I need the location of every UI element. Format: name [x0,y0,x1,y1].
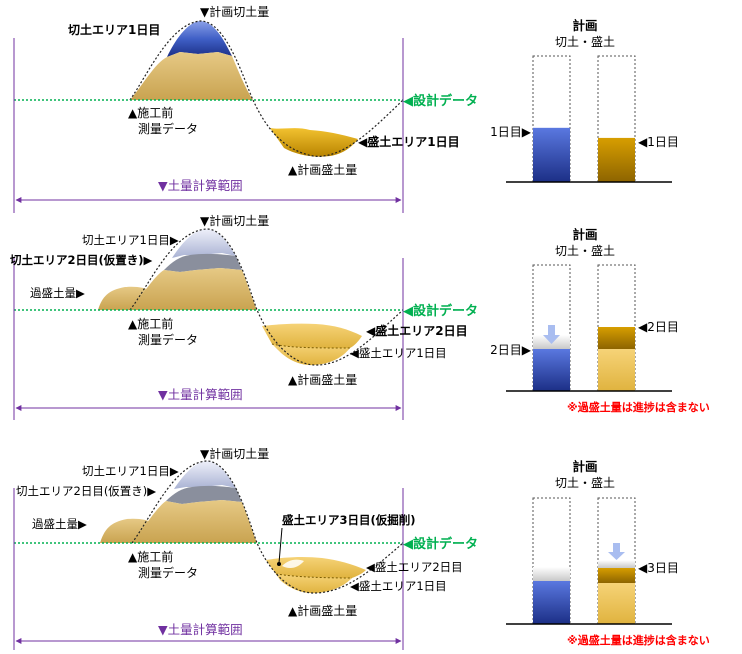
bars-note: ※過盛土量は進捗は含まない [567,633,710,647]
terrain-3 [100,460,404,594]
label-before: ▲施工前 [128,316,173,331]
label-plan-fill: ▲計画盛土量 [288,603,357,618]
leader-line [278,527,283,564]
fill-volume-day1 [276,574,352,594]
bars-left-label: 2日目▶ [490,343,532,357]
bars-right-label: ◀2日目 [638,320,679,334]
bars-subtitle: 切土・盛土 [555,34,615,49]
down-arrow-icon [608,543,625,560]
leader-dot [277,562,281,566]
fill-bar-day1 [598,583,635,624]
label-design-data: ◀設計データ [403,93,478,109]
label-cut-day1: 切土エリア1日目 [68,22,160,37]
cut-bar-fill [533,581,570,624]
remaining-soil [130,268,257,310]
fill-volume-day2 [262,323,362,348]
fill-volume-day1 [270,128,358,157]
panel-1: ▼計画切土量 切土エリア1日目 ◀設計データ ▲施工前 測量データ ◀盛土エリア… [13,4,679,213]
remaining-soil [130,52,253,100]
label-cut-day2: 切土エリア2日目(仮置き)▶ [16,484,156,498]
cut-volume-day1 [174,461,236,489]
label-fill-day1: ◀盛土エリア1日目 [350,579,447,593]
label-range: ▼土量計算範囲 [158,178,243,193]
label-plan-cut: ▼計画切土量 [200,213,269,228]
label-fill-day1: ◀盛土エリア1日目 [350,346,447,360]
bars-right-label: ◀1日目 [638,135,679,149]
excess-fill [100,518,152,543]
label-cut-day1: 切土エリア1日目▶ [82,464,179,478]
bars-subtitle: 切土・盛土 [555,475,615,490]
bars-note: ※過盛土量は進捗は含まない [567,400,710,414]
label-plan-cut: ▼計画切土量 [200,446,269,461]
cut-bar-fade [533,567,570,581]
plan-profile-dotted [129,20,404,157]
cut-volume-day2 [164,253,242,272]
label-before: ▲施工前 [128,549,173,564]
label-range: ▼土量計算範囲 [158,622,243,637]
label-plan-fill: ▲計画盛土量 [288,372,357,387]
plan-profile-dotted [131,460,404,594]
terrain-2 [98,228,404,366]
bars-3: 計画 切土・盛土 ◀3日目 ※過盛土量は進捗は含まない [506,459,710,647]
label-design-data: ◀設計データ [403,303,478,319]
label-range: ▼土量計算範囲 [158,387,243,402]
bars-right-label: ◀3日目 [638,561,679,575]
cut-volume-day2 [166,485,242,504]
label-fill-day2: ◀盛土エリア2日目 [366,323,468,338]
label-survey: 測量データ [138,332,198,347]
label-cut-day2: 切土エリア2日目(仮置き)▶ [10,253,153,267]
bars-1: 計画 切土・盛土 1日目▶ ◀1日目 [490,18,679,183]
bars-title: 計画 [572,459,597,474]
fill-divider [271,343,351,349]
terrain-1 [129,20,404,157]
cut-bar-fill [533,349,570,391]
bars-title: 計画 [572,18,597,33]
fill-bar-fade [598,560,635,568]
cut-volume-day1 [172,229,236,258]
fill-bar-day2 [598,568,635,583]
label-survey: 測量データ [138,565,198,580]
fill-bar-day1 [598,349,635,391]
label-design-data: ◀設計データ [403,536,478,552]
fill-divider [275,573,353,579]
cut-volume-day1 [167,21,232,57]
cut-bar-fill [533,127,570,182]
label-fill-day3: 盛土エリア3日目(仮掘削) [282,513,416,527]
label-fill-day2: ◀盛土エリア2日目 [366,560,463,574]
bars-2: 計画 切土・盛土 2日目▶ ◀2日目 ※過盛土量は進捗は含まない [490,227,710,414]
fill-volume-day1 [272,344,350,366]
label-before: ▲施工前 [128,105,173,120]
label-fill-day1: ◀盛土エリア1日目 [358,134,460,149]
down-arrow-icon [543,325,560,344]
remaining-soil [132,500,257,543]
label-excess: 過盛土量▶ [32,517,87,531]
bars-subtitle: 切土・盛土 [555,243,615,258]
label-plan-cut: ▼計画切土量 [200,4,269,19]
label-plan-fill: ▲計画盛土量 [288,162,357,177]
label-survey: 測量データ [138,121,198,136]
label-excess: 過盛土量▶ [30,286,85,300]
label-cut-day1: 切土エリア1日目▶ [82,233,179,247]
fill-volume-day3-excavation [282,559,304,569]
fill-bar-fill [598,137,635,182]
fill-bar-day2 [598,327,635,349]
bars-title: 計画 [572,227,597,242]
panel-2: ▼計画切土量 切土エリア1日目▶ 切土エリア2日目(仮置き)▶ 過盛土量▶ ◀設… [10,213,710,420]
panel-3: ▼計画切土量 切土エリア1日目▶ 切土エリア2日目(仮置き)▶ 過盛土量▶ ◀設… [13,446,710,650]
bars-left-label: 1日目▶ [490,125,532,139]
